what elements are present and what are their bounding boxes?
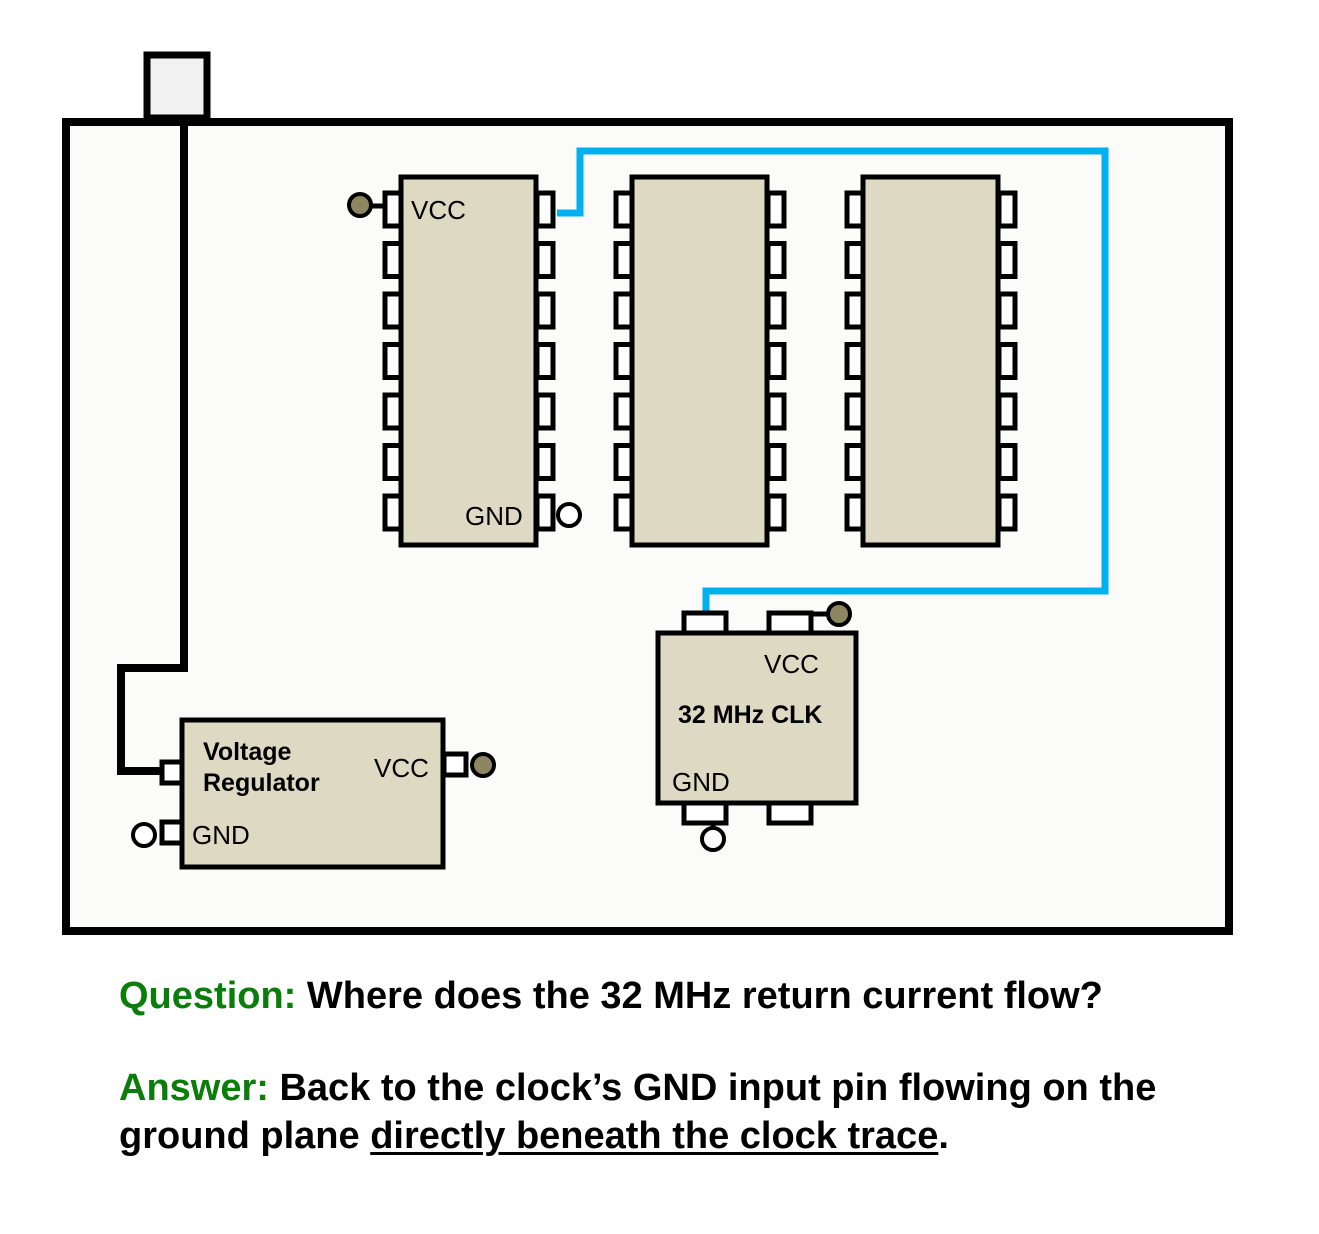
clock-trace [557, 147, 1109, 612]
ic1-gnd-via [556, 502, 582, 528]
answer: Answer: Back to the clock’s GND input pi… [119, 1064, 1269, 1160]
power-input-trace [117, 118, 188, 775]
answer-underlined-text: directly beneath the clock trace [370, 1115, 939, 1157]
ic3-pin-right-6 [996, 443, 1018, 481]
ic-chip-2 [613, 174, 787, 548]
clock-pin-bottom-right [766, 800, 814, 826]
ic2-pin-right-7 [765, 493, 787, 532]
ic1-gnd-label: GND [465, 501, 523, 531]
regulator-gnd-via [131, 822, 157, 848]
question: Question: Where does the 32 MHz return c… [119, 972, 1103, 1020]
question-lead: Question: [119, 975, 297, 1017]
clock-pin-bottom-left [681, 800, 729, 826]
ic2-pin-right-6 [765, 443, 787, 481]
clock-title: 32 MHz CLK [678, 701, 822, 729]
ic1-pin-right-3 [534, 291, 556, 330]
ic2-pin-right-3 [765, 291, 787, 330]
answer-text: Back to the clock’s GND input pin flowin… [119, 1067, 1157, 1157]
pcb-diagram: VCC GND VCC 32 MHz CLK GND Voltage Regul… [62, 51, 1233, 935]
ic1-pin-right-1 [534, 190, 556, 229]
ic1-pin-right-6 [534, 443, 556, 481]
clock-vcc-label: VCC [764, 649, 819, 679]
question-text: Where does the 32 MHz return current flo… [306, 975, 1103, 1017]
ic3-pin-right-3 [996, 291, 1018, 330]
ic3-pin-right-4 [996, 342, 1018, 380]
voltage-regulator: Voltage Regulator VCC GND [159, 717, 469, 870]
clock-oscillator: VCC 32 MHz CLK GND [655, 610, 859, 826]
ic2-pin-right-2 [765, 241, 787, 279]
power-connector [143, 51, 211, 122]
regulator-vcc-via [470, 752, 496, 778]
ic3-pin-right-2 [996, 241, 1018, 279]
ic2-pin-right-5 [765, 392, 787, 431]
regulator-vcc-label: VCC [374, 753, 429, 783]
answer-end: . [938, 1115, 949, 1157]
ic1-pin-right-5 [534, 392, 556, 431]
ic1-pin-right-4 [534, 342, 556, 380]
ic3-pin-right-7 [996, 493, 1018, 532]
ic1-vcc-via [347, 192, 373, 218]
clock-pin-top-left [681, 610, 729, 636]
ic1-pin-right-7 [534, 493, 556, 532]
ic-chip-3 [844, 174, 1018, 548]
ic3-pin-right-5 [996, 392, 1018, 431]
answer-lead: Answer: [119, 1067, 269, 1109]
ic1-pin-right-2 [534, 241, 556, 279]
regulator-title-line1: Voltage [203, 738, 292, 766]
regulator-vcc-pin [441, 751, 469, 778]
clock-pin-top-right [766, 610, 814, 636]
clock-vcc-via [826, 601, 852, 627]
clock-gnd-via [700, 826, 726, 852]
ic3-pin-right-1 [996, 190, 1018, 229]
ic2-pin-right-1 [765, 190, 787, 229]
regulator-title-line2: Regulator [203, 769, 320, 797]
ic1-vcc-label: VCC [411, 195, 466, 225]
ic2-pin-right-4 [765, 342, 787, 380]
regulator-gnd-label: GND [192, 820, 250, 850]
clock-gnd-label: GND [672, 767, 730, 797]
ic-chip-1: VCC GND [382, 174, 556, 548]
